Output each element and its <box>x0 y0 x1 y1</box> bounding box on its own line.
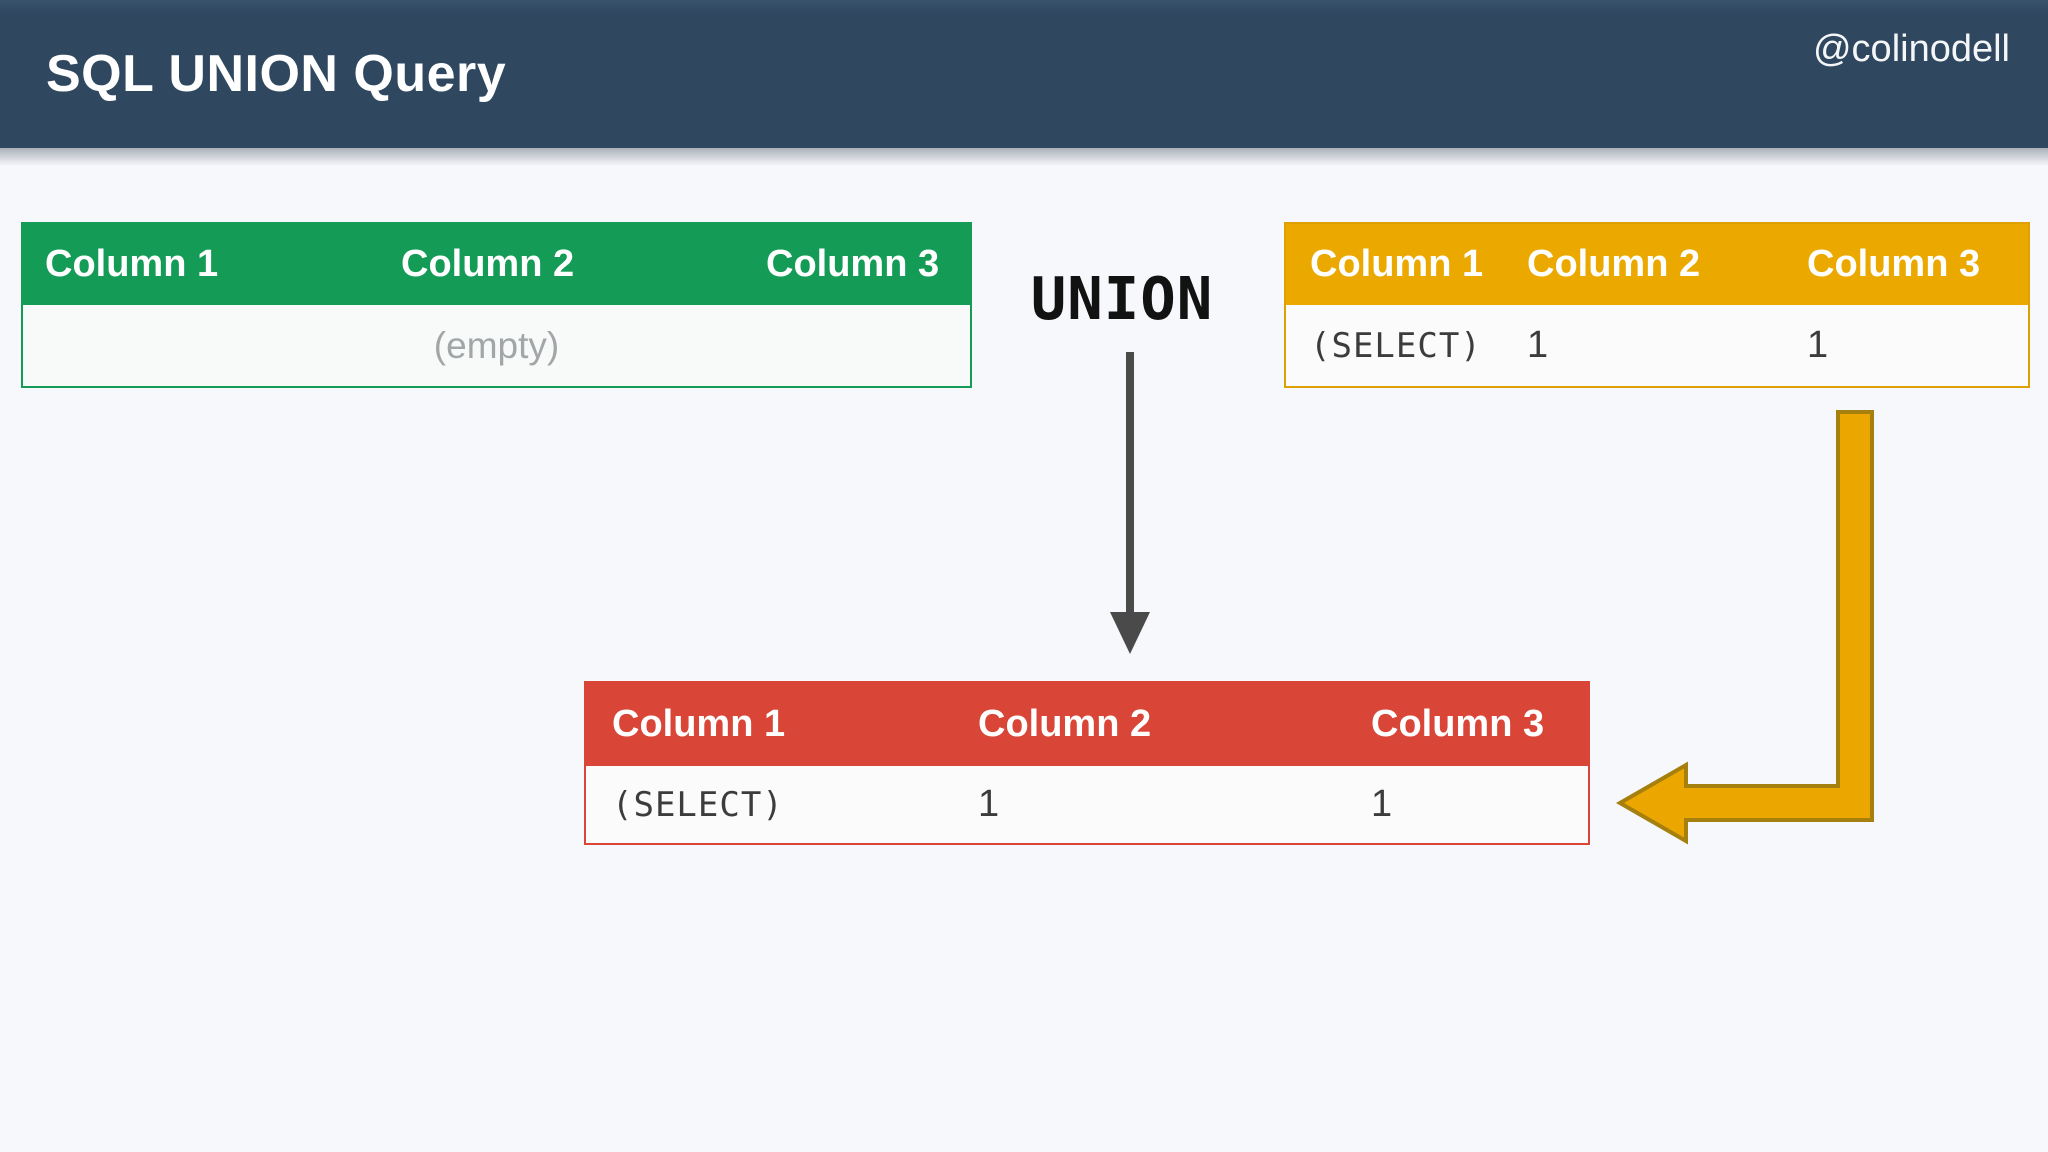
table-cell: 1 <box>1807 324 1829 366</box>
column-header: Column 2 <box>1527 243 1701 285</box>
union-label: UNION <box>1030 264 1214 333</box>
table-cell: (SELECT) <box>612 784 784 825</box>
column-header: Column 3 <box>766 243 940 285</box>
column-header: Column 2 <box>401 243 575 285</box>
column-header: Column 2 <box>978 703 1152 745</box>
select-source-table-row: (SELECT) 1 1 <box>1286 305 2028 386</box>
table-cell: 1 <box>1527 324 1549 366</box>
empty-source-table-row: (empty) <box>23 305 970 386</box>
select-source-table: Column 1 Column 2 Column 3 (SELECT) 1 1 <box>1284 222 2030 388</box>
column-header: Column 3 <box>1371 703 1545 745</box>
empty-source-table: Column 1 Column 2 Column 3 (empty) <box>21 222 972 388</box>
table-cell: (SELECT) <box>1310 325 1482 366</box>
column-header: Column 1 <box>45 243 219 285</box>
union-result-table-row: (SELECT) 1 1 <box>586 766 1588 843</box>
table-cell: 1 <box>978 783 1000 825</box>
select-source-table-header: Column 1 Column 2 Column 3 <box>1286 224 2028 305</box>
author-handle: @colinodell <box>1812 28 2010 70</box>
column-header: Column 1 <box>612 703 786 745</box>
table-cell: 1 <box>1371 783 1393 825</box>
column-header: Column 1 <box>1310 243 1484 285</box>
empty-source-table-header: Column 1 Column 2 Column 3 <box>23 224 970 305</box>
column-header: Column 3 <box>1807 243 1981 285</box>
union-result-table-header: Column 1 Column 2 Column 3 <box>586 683 1588 766</box>
title-bar: SQL UNION Query @colinodell <box>0 0 2048 166</box>
union-result-table: Column 1 Column 2 Column 3 (SELECT) 1 1 <box>584 681 1590 845</box>
result-feed-arrow-icon <box>1615 410 1874 845</box>
union-arrow-down-icon <box>1110 352 1150 654</box>
page-title: SQL UNION Query <box>46 45 507 103</box>
empty-cell: (empty) <box>433 324 560 366</box>
